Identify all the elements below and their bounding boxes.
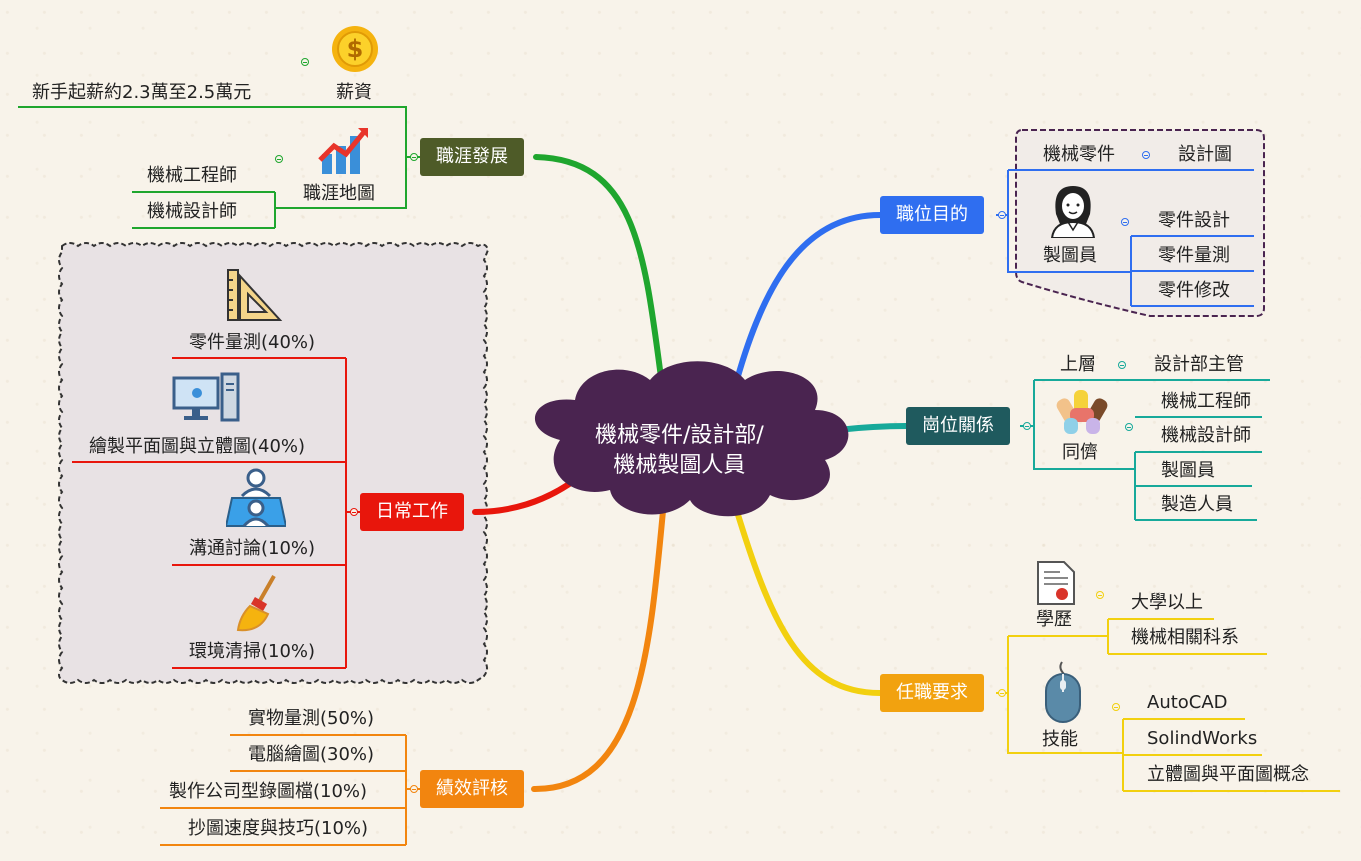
purpose-top-right: 設計圖 <box>1178 144 1232 165</box>
drafter-item-0: 零件設計 <box>1158 210 1230 231</box>
mouse-icon <box>1045 661 1081 723</box>
certificate-icon <box>1037 561 1075 605</box>
relations-collapse-toggle[interactable] <box>1023 422 1031 430</box>
drafter-label: 製圖員 <box>1043 245 1097 266</box>
svg-text:$: $ <box>347 35 364 63</box>
performance-item-1: 電腦繪圖(30%) <box>248 744 375 765</box>
growth-chart-icon <box>318 128 368 174</box>
peers-item-3: 製造人員 <box>1161 494 1233 515</box>
salary-label: 薪資 <box>336 82 372 103</box>
peers-item-2: 製圖員 <box>1161 460 1215 481</box>
career-topic[interactable]: 職涯發展 <box>420 138 524 176</box>
broom-icon <box>236 575 276 632</box>
skills-label: 技能 <box>1042 729 1078 750</box>
computer-icon <box>172 372 240 422</box>
woman-avatar-icon <box>1050 186 1096 238</box>
peers-collapse-toggle[interactable] <box>1125 423 1133 431</box>
branch-requirements <box>732 502 883 696</box>
education-item-0: 大學以上 <box>1131 592 1203 613</box>
drafter-item-2: 零件修改 <box>1158 280 1230 301</box>
skills-item-2: 立體圖與平面圖概念 <box>1147 764 1309 785</box>
skills-collapse-toggle[interactable] <box>1112 703 1120 711</box>
upper-value: 設計部主管 <box>1154 354 1244 375</box>
salary-collapse-toggle[interactable] <box>301 58 309 66</box>
purpose-collapse-toggle[interactable] <box>998 211 1006 219</box>
purpose-top-collapse-toggle[interactable] <box>1142 151 1150 159</box>
career-map-collapse-toggle[interactable] <box>275 155 283 163</box>
central-topic-line2: 機械製圖人員 <box>613 453 746 478</box>
upper-label: 上層 <box>1060 354 1096 375</box>
daily-item-0: 零件量測(40%) <box>189 332 316 353</box>
performance-topic[interactable]: 績效評核 <box>420 770 524 808</box>
salary-detail: 新手起薪約2.3萬至2.5萬元 <box>32 82 252 103</box>
peers-item-0: 機械工程師 <box>1161 391 1251 412</box>
requirements-collapse-toggle[interactable] <box>998 689 1006 697</box>
daily-collapse-toggle[interactable] <box>350 508 358 516</box>
education-label: 學歷 <box>1036 609 1072 630</box>
handshake-icon <box>1056 390 1108 434</box>
daily-topic[interactable]: 日常工作 <box>360 493 464 531</box>
branch-purpose <box>729 212 883 401</box>
branch-performance <box>531 497 667 793</box>
skills-item-0: AutoCAD <box>1147 692 1228 713</box>
branch-daily <box>472 477 578 515</box>
career-collapse-toggle[interactable] <box>410 153 418 161</box>
drafter-item-1: 零件量測 <box>1158 245 1230 266</box>
skills-item-1: SolindWorks <box>1147 728 1258 749</box>
dollar-coin-icon: $ <box>332 26 378 72</box>
relations-topic[interactable]: 崗位關係 <box>906 407 1010 445</box>
performance-collapse-toggle[interactable] <box>410 785 418 793</box>
education-collapse-toggle[interactable] <box>1096 591 1104 599</box>
career-map-item-1: 機械設計師 <box>147 201 237 222</box>
upper-collapse-toggle[interactable] <box>1118 361 1126 369</box>
peers-item-1: 機械設計師 <box>1161 425 1251 446</box>
career-map-item-0: 機械工程師 <box>147 165 237 186</box>
purpose-top-left: 機械零件 <box>1043 144 1115 165</box>
education-item-1: 機械相關科系 <box>1131 627 1239 648</box>
daily-item-2: 溝通討論(10%) <box>189 538 316 559</box>
career-map-label: 職涯地圖 <box>303 183 375 204</box>
daily-item-1: 繪製平面圖與立體圖(40%) <box>89 436 306 457</box>
purpose-topic[interactable]: 職位目的 <box>880 196 984 234</box>
central-topic-cloud <box>534 361 849 517</box>
drafter-collapse-toggle[interactable] <box>1121 218 1129 226</box>
ruler-triangle-icon <box>227 269 283 321</box>
branch-career <box>533 154 667 403</box>
central-topic[interactable]: 機械零件/設計部/ 機械製圖人員 <box>595 421 764 481</box>
daily-item-3: 環境清掃(10%) <box>189 641 316 662</box>
performance-item-3: 抄圖速度與技巧(10%) <box>188 818 369 839</box>
central-topic-line1: 機械零件/設計部/ <box>595 423 764 448</box>
peers-label: 同儕 <box>1062 442 1098 463</box>
performance-item-0: 實物量測(50%) <box>248 708 375 729</box>
requirements-topic[interactable]: 任職要求 <box>880 674 984 712</box>
performance-item-2: 製作公司型錄圖檔(10%) <box>169 781 368 802</box>
meeting-icon <box>226 468 286 528</box>
purpose-boundary <box>1015 129 1265 317</box>
